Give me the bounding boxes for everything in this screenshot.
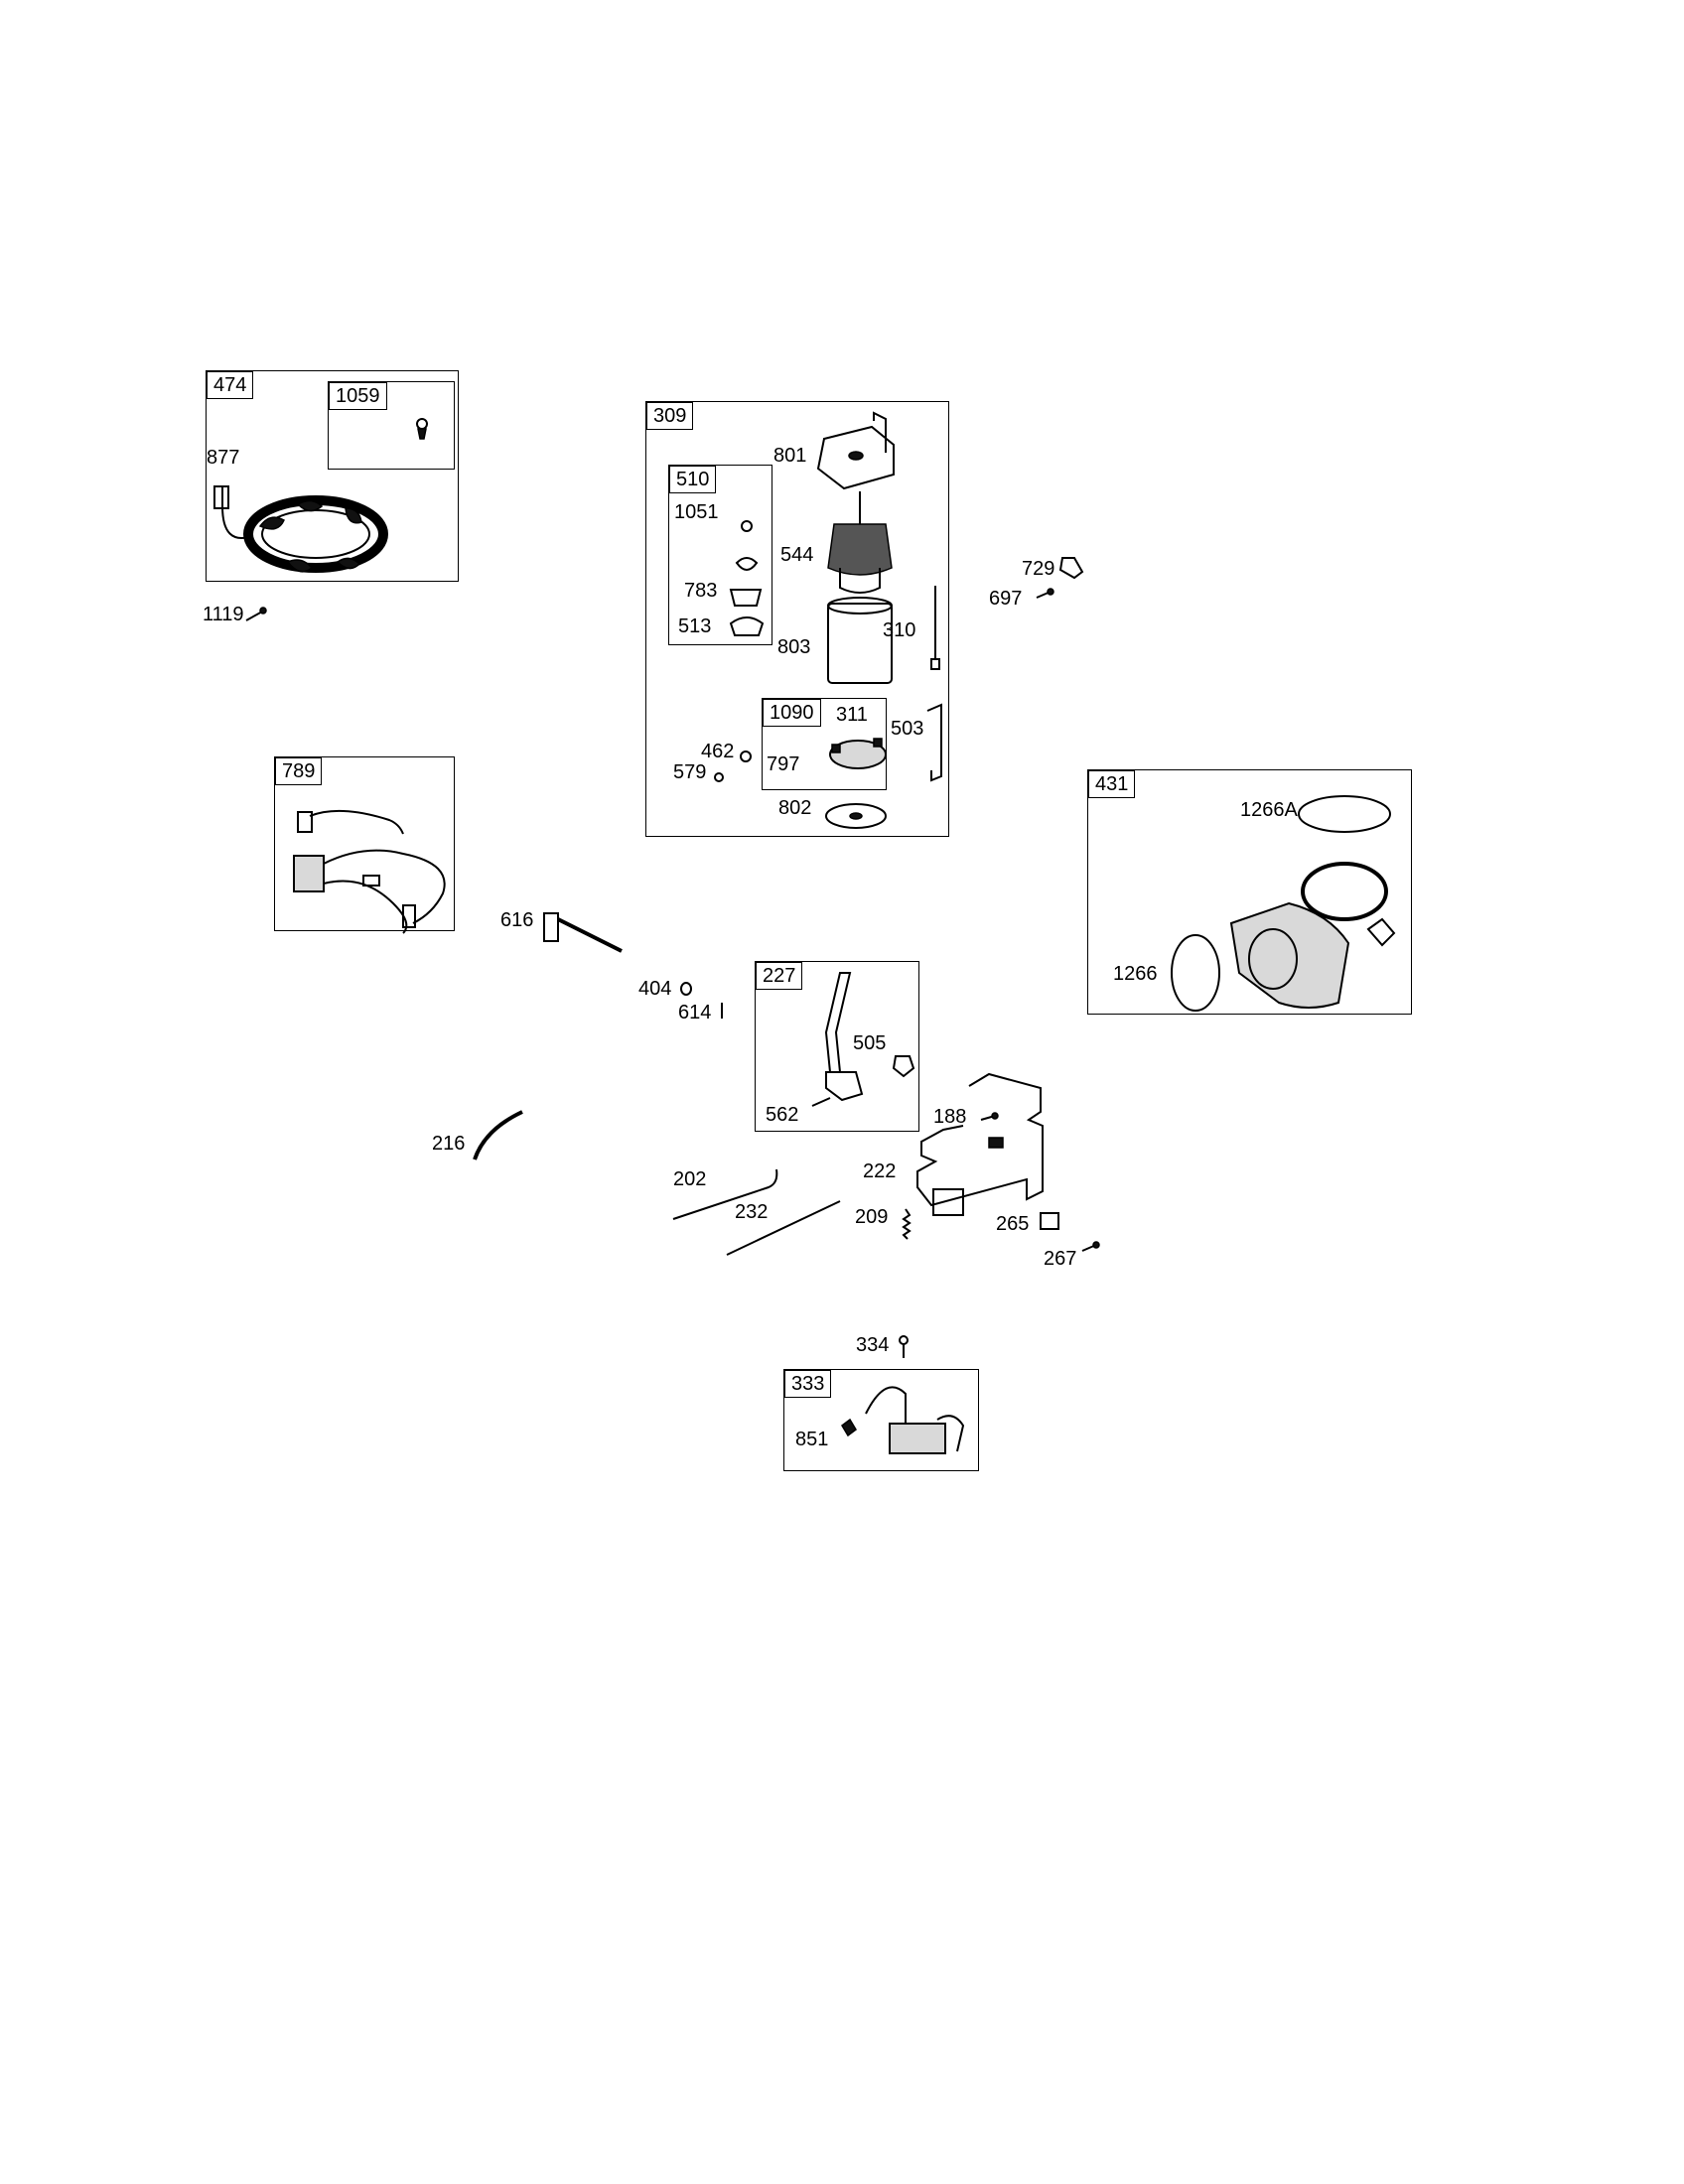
group-789-frame [274, 756, 455, 931]
label-1266: 1266 [1113, 963, 1158, 985]
group-227-tag: 227 [756, 962, 803, 990]
label-697: 697 [989, 588, 1023, 610]
link-216 [473, 1110, 523, 1160]
label-783: 783 [684, 580, 718, 602]
label-797: 797 [767, 753, 800, 775]
label-310: 310 [883, 619, 916, 641]
group-510-frame [668, 465, 772, 645]
link-232 [726, 1200, 841, 1256]
label-265: 265 [996, 1213, 1030, 1235]
control-bracket-222 [916, 1072, 1044, 1216]
label-802: 802 [778, 797, 812, 819]
group-474-tag: 474 [207, 371, 254, 399]
shaft-616 [543, 912, 623, 953]
label-544: 544 [780, 544, 814, 566]
armature-544 [827, 491, 893, 594]
label-1051: 1051 [674, 501, 719, 523]
screw-1119-part [245, 607, 267, 621]
screw-267 [1081, 1241, 1100, 1252]
label-222: 222 [863, 1160, 897, 1182]
label-803: 803 [777, 636, 811, 658]
label-267: 267 [1044, 1248, 1077, 1270]
label-505: 505 [853, 1032, 887, 1054]
group-510-tag: 510 [669, 466, 717, 493]
stator-part [213, 485, 388, 573]
screw-334 [899, 1335, 909, 1358]
label-232: 232 [735, 1201, 769, 1223]
governor-lever-227 [811, 972, 915, 1107]
brush-plate-797 [829, 738, 887, 769]
bracket-503 [926, 703, 942, 782]
label-851: 851 [795, 1429, 829, 1450]
washer-802 [825, 803, 887, 829]
intake-elbow-431 [1171, 795, 1396, 1012]
starter-end-cap-801 [816, 411, 895, 490]
group-333-tag: 333 [784, 1370, 832, 1398]
group-1059-tag: 1059 [329, 382, 387, 410]
group-474-frame [206, 370, 459, 582]
group-789-tag: 789 [275, 757, 323, 785]
housing-803 [827, 597, 893, 684]
label-579: 579 [673, 761, 707, 783]
label-209: 209 [855, 1206, 889, 1228]
label-1119: 1119 [203, 604, 244, 625]
label-513: 513 [678, 615, 712, 637]
group-431-frame [1087, 769, 1412, 1015]
group-431-tag: 431 [1088, 770, 1136, 798]
label-729: 729 [1022, 558, 1055, 580]
ignition-armature-333 [841, 1386, 965, 1454]
washer-404 [680, 982, 692, 996]
screw-188 [980, 1112, 999, 1121]
pinion-assembly-510 [729, 520, 765, 636]
label-216: 216 [432, 1133, 466, 1155]
group-333-frame [783, 1369, 979, 1471]
label-503: 503 [891, 718, 924, 740]
label-562: 562 [766, 1104, 799, 1126]
label-616: 616 [500, 909, 534, 931]
label-1266A: 1266A [1240, 799, 1298, 821]
spring-209 [902, 1208, 912, 1240]
label-334: 334 [856, 1334, 890, 1356]
wiring-harness-789 [293, 809, 446, 934]
bracket-729 [1058, 557, 1084, 580]
group-309-frame [645, 401, 949, 837]
group-309-tag: 309 [646, 402, 694, 430]
group-1090-tag: 1090 [763, 699, 821, 727]
link-202 [672, 1168, 778, 1220]
label-877: 877 [207, 447, 240, 469]
group-227-frame [755, 961, 919, 1132]
through-bolt-310 [930, 586, 940, 670]
group-1090-frame [762, 698, 887, 790]
label-188: 188 [933, 1106, 967, 1128]
screw-1059-part [416, 418, 428, 440]
screw-697 [1036, 588, 1054, 599]
label-202: 202 [673, 1168, 707, 1190]
label-404: 404 [638, 978, 672, 1000]
nut-462-579 [714, 751, 752, 782]
clip-265 [1040, 1212, 1059, 1230]
label-801: 801 [773, 445, 807, 467]
label-462: 462 [701, 741, 735, 762]
group-1059-frame [328, 381, 455, 470]
label-311: 311 [836, 704, 868, 726]
label-614: 614 [678, 1002, 712, 1024]
